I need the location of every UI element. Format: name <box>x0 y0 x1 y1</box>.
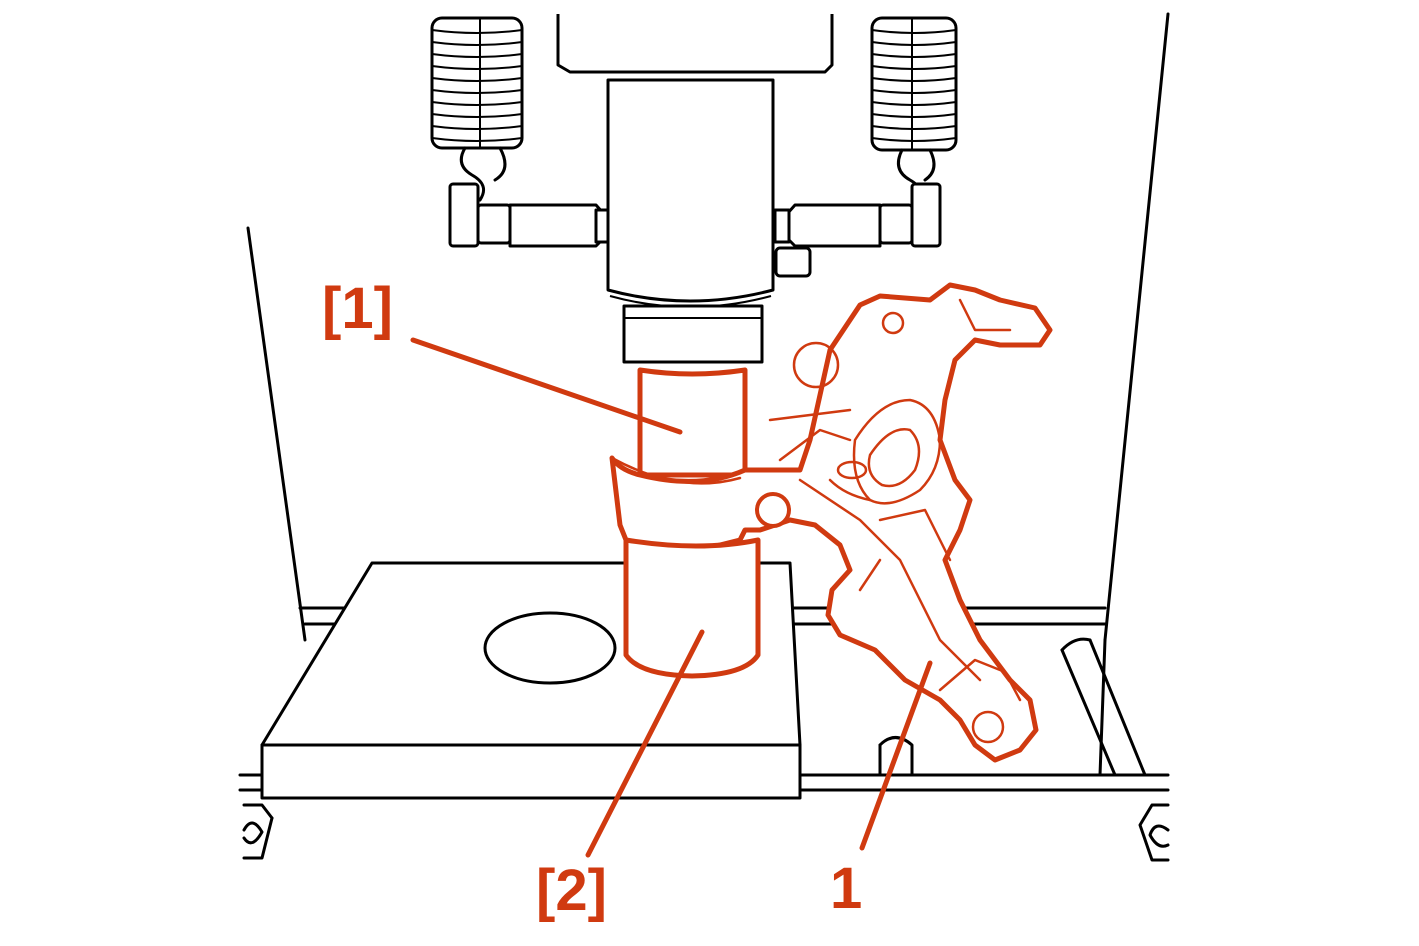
tool-2-cylinder <box>623 537 761 679</box>
callout-part-1: 1 <box>830 856 863 921</box>
callout-tool-1: [1] <box>322 276 393 341</box>
press-frame <box>246 12 1170 777</box>
press-cylinder <box>556 14 834 364</box>
callout-tool-2: [2] <box>536 858 607 923</box>
caster-left <box>242 803 274 860</box>
leader-lines <box>410 337 933 858</box>
tool-1-shaft <box>637 367 748 478</box>
spring-left <box>430 16 610 248</box>
steering-knuckle <box>609 282 1053 763</box>
caster-right <box>1138 803 1170 862</box>
spring-right <box>773 16 958 248</box>
